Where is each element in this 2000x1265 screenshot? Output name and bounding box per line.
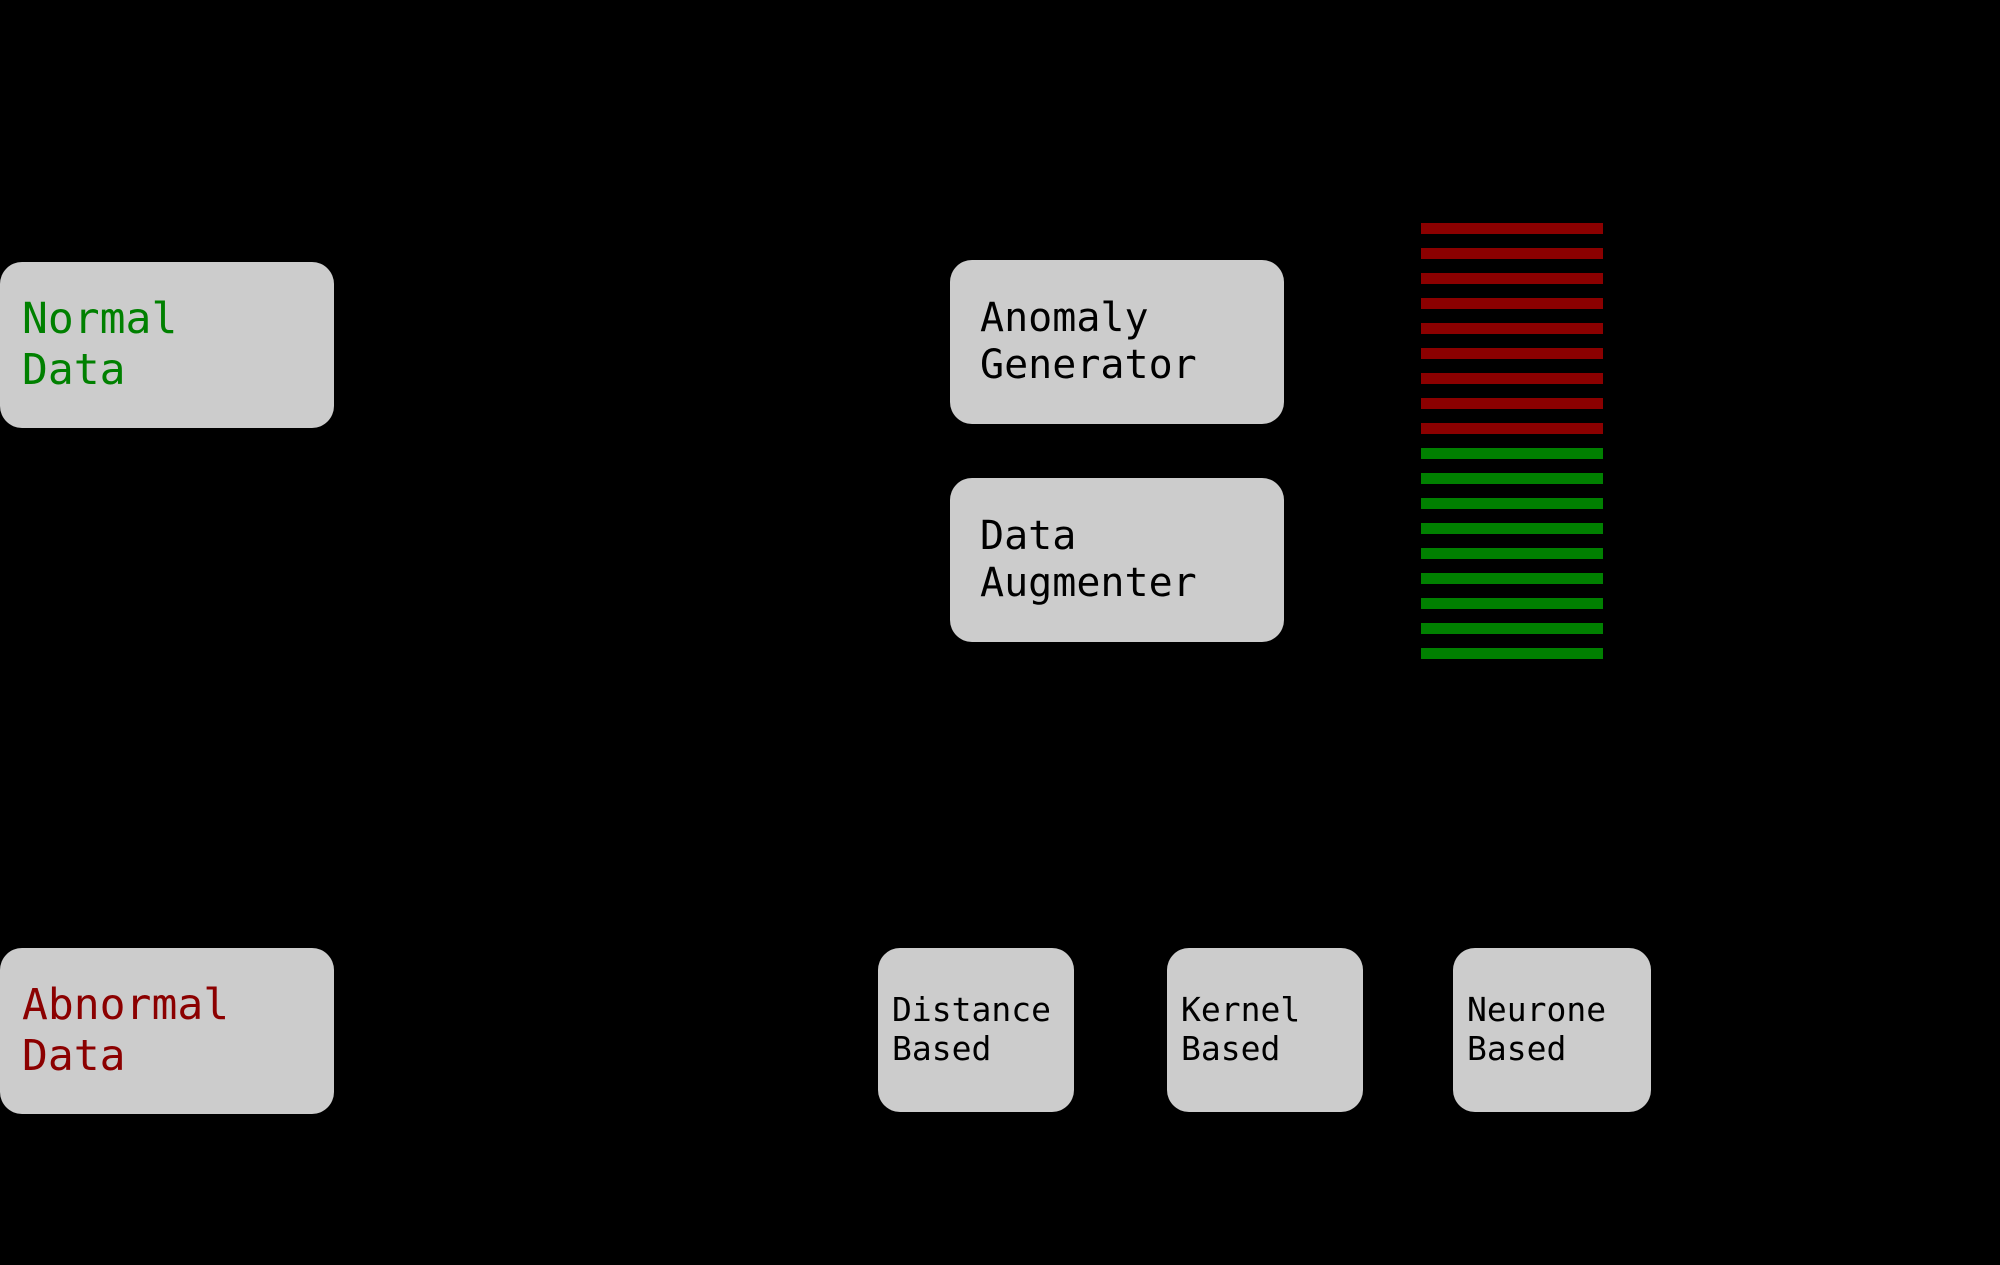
anomaly-sample-bar: [1421, 248, 1603, 259]
node-data-augmenter-line-2: Augmenter: [980, 560, 1197, 606]
node-kernel-based[interactable]: Kernel Based: [1167, 948, 1363, 1112]
anomaly-sample-bar: [1421, 298, 1603, 309]
node-neurone-based-line-1: Neurone: [1467, 990, 1607, 1030]
node-normal-data-line-2: Data: [22, 345, 126, 395]
normal-sample-bar: [1421, 598, 1603, 609]
node-data-augmenter-line-1: Data: [980, 512, 1077, 559]
normal-sample-bar: [1421, 648, 1603, 659]
node-neurone-based-line-2: Based: [1467, 1029, 1567, 1068]
node-abnormal-data-line-2: Data: [22, 1031, 126, 1081]
normal-sample-bar: [1421, 448, 1603, 459]
anomaly-sample-bar: [1421, 273, 1603, 284]
node-abnormal-data-line-1: Abnormal: [22, 980, 230, 1031]
node-abnormal-data[interactable]: Abnormal Data: [0, 948, 334, 1114]
node-anomaly-generator[interactable]: Anomaly Generator: [950, 260, 1284, 424]
normal-sample-bar: [1421, 548, 1603, 559]
anomaly-sample-bar: [1421, 323, 1603, 334]
node-kernel-based-line-2: Based: [1181, 1029, 1281, 1068]
anomaly-sample-bar: [1421, 348, 1603, 359]
node-distance-based-line-1: Distance: [892, 990, 1051, 1030]
node-anomaly-generator-line-2: Generator: [980, 342, 1197, 388]
anomaly-sample-bar: [1421, 373, 1603, 384]
anomaly-sample-bar: [1421, 398, 1603, 409]
normal-sample-bar: [1421, 623, 1603, 634]
node-normal-data-line-1: Normal: [22, 294, 178, 345]
node-normal-data[interactable]: Normal Data: [0, 262, 334, 428]
node-kernel-based-line-1: Kernel: [1181, 990, 1301, 1030]
anomaly-sample-bar: [1421, 223, 1603, 234]
dataset-bar-stack: [1421, 223, 1603, 678]
node-neurone-based[interactable]: Neurone Based: [1453, 948, 1651, 1112]
node-data-augmenter[interactable]: Data Augmenter: [950, 478, 1284, 642]
node-distance-based[interactable]: Distance Based: [878, 948, 1074, 1112]
normal-sample-bar: [1421, 498, 1603, 509]
node-distance-based-line-2: Based: [892, 1029, 992, 1068]
normal-sample-bar: [1421, 523, 1603, 534]
anomaly-sample-bar: [1421, 423, 1603, 434]
normal-sample-bar: [1421, 473, 1603, 484]
node-anomaly-generator-line-1: Anomaly: [980, 294, 1149, 341]
normal-sample-bar: [1421, 573, 1603, 584]
